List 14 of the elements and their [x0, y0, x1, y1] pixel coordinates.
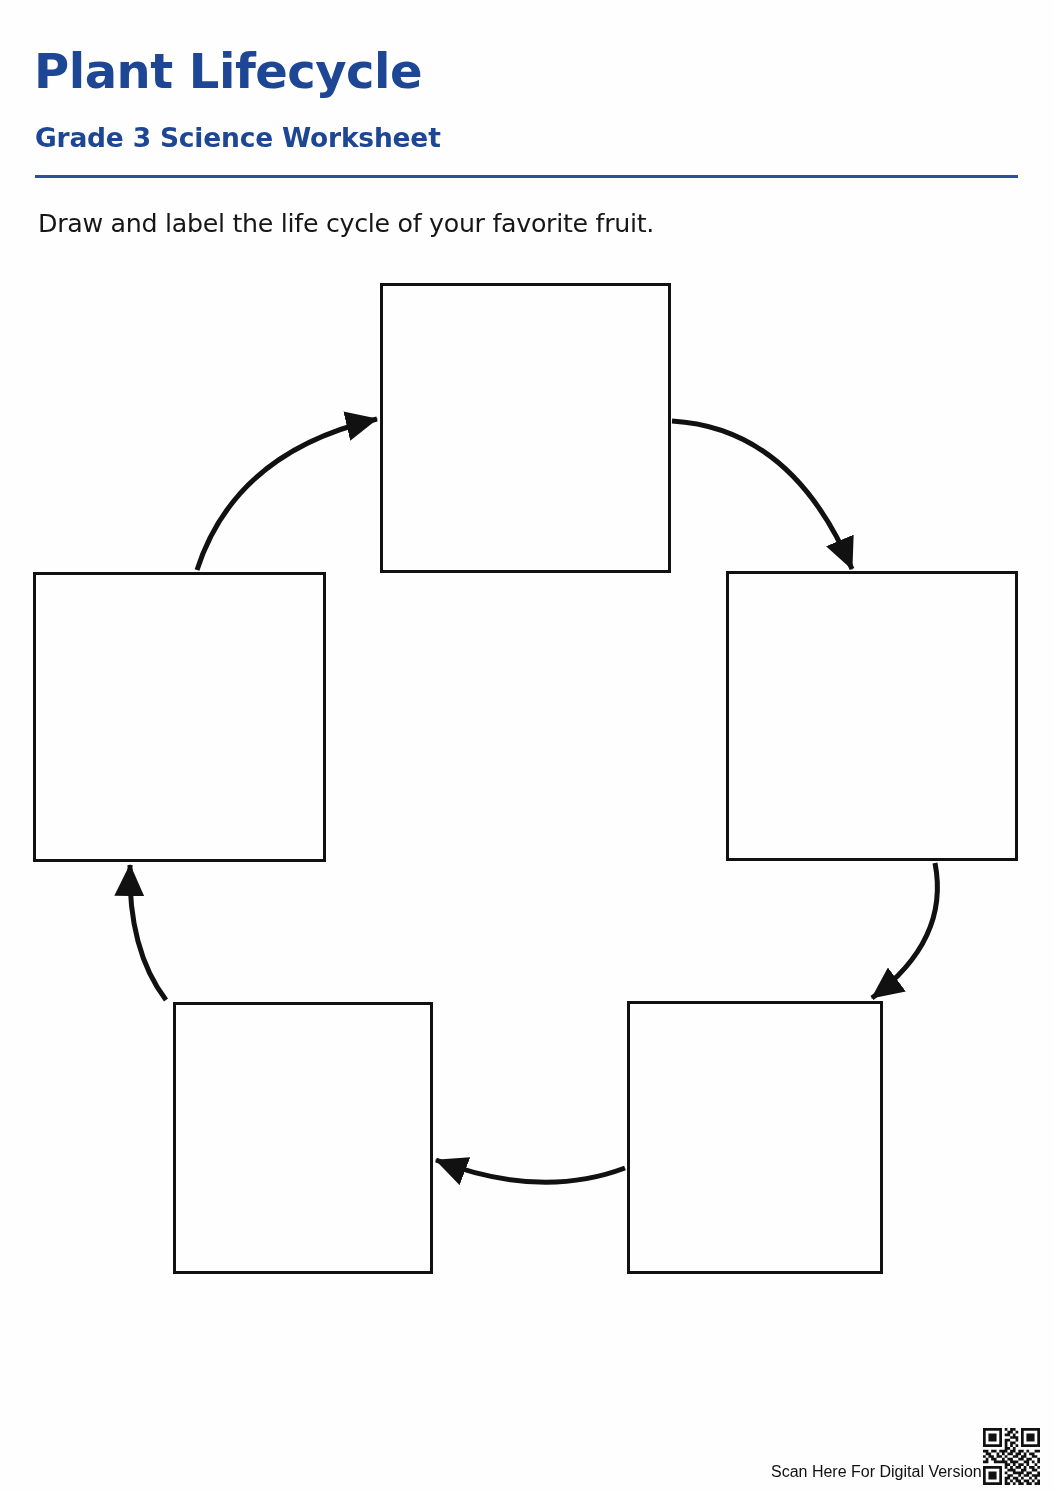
- curved-arrow: [114, 864, 169, 1002]
- curved-arrow: [671, 418, 855, 571]
- curved-arrow: [870, 862, 940, 1000]
- curved-arrow: [435, 1156, 626, 1185]
- footer-text: Scan Here For Digital Version: [771, 1462, 982, 1482]
- drawing-box: [380, 283, 671, 573]
- curved-arrow: [194, 412, 378, 571]
- drawing-box: [173, 1002, 433, 1274]
- drawing-box: [627, 1001, 883, 1274]
- worksheet-subtitle: Grade 3 Science Worksheet: [35, 121, 441, 155]
- drawing-box: [33, 572, 326, 862]
- instruction-text: Draw and label the life cycle of your favorite fruit.: [38, 208, 655, 240]
- drawing-box: [726, 571, 1018, 861]
- worksheet-title: Plant Lifecycle: [34, 43, 423, 101]
